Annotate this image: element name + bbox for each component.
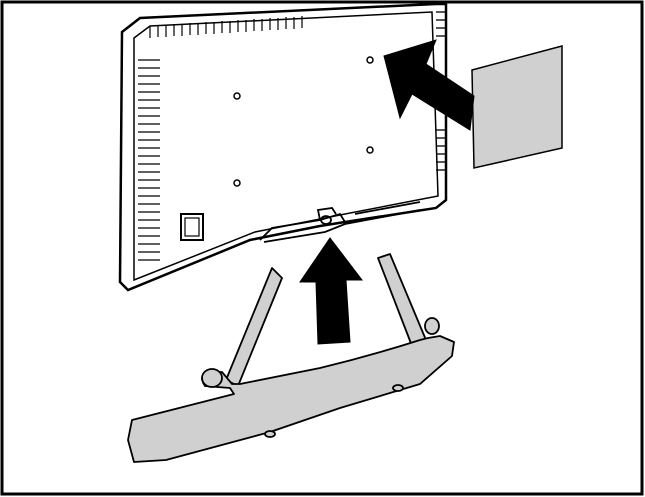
monitor-back-panel bbox=[118, 2, 448, 292]
stand-arm-left bbox=[225, 267, 283, 387]
cover-plate bbox=[471, 45, 563, 169]
stand-foot bbox=[127, 335, 455, 463]
stand-slot bbox=[259, 201, 421, 243]
insert-arrow-left bbox=[383, 39, 475, 131]
screw-holes bbox=[233, 56, 374, 187]
stand-knob-right bbox=[424, 317, 440, 335]
stand-base bbox=[127, 253, 455, 463]
right-vents bbox=[436, 11, 446, 171]
insert-arrow-up bbox=[299, 237, 364, 345]
screw-hole bbox=[366, 56, 374, 64]
screw-hole bbox=[366, 146, 374, 154]
stand-knob-left bbox=[201, 368, 223, 388]
screw-hole bbox=[233, 92, 241, 100]
connector-port bbox=[180, 213, 204, 241]
screw-hole bbox=[233, 179, 241, 187]
top-vents bbox=[149, 16, 303, 38]
left-vents bbox=[138, 59, 160, 261]
stand-arm-right bbox=[377, 253, 427, 347]
